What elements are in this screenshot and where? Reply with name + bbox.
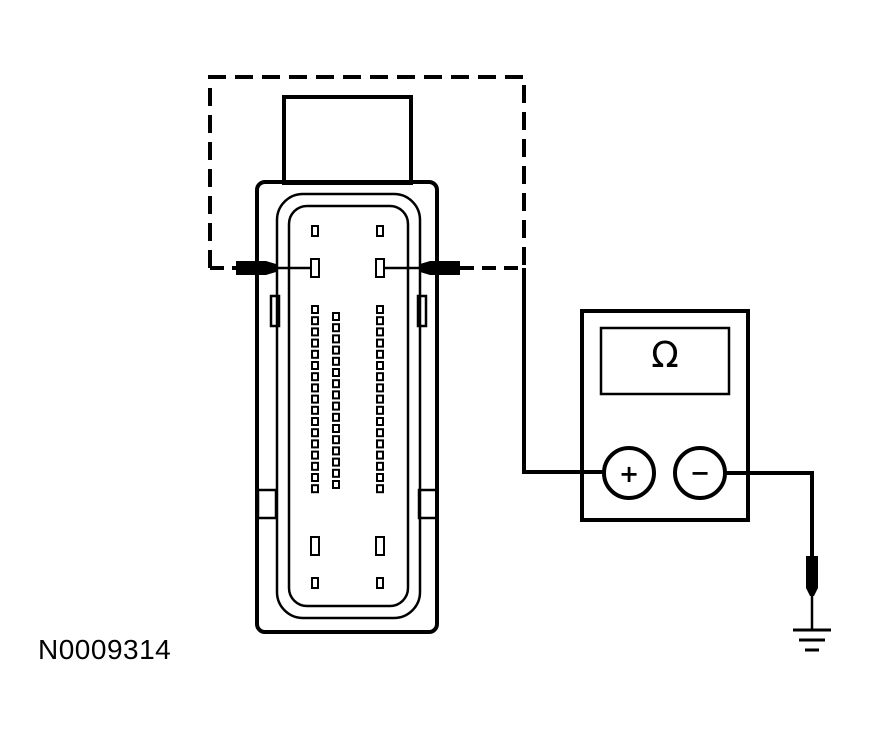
dashed-probe-box [208,75,526,268]
probe-tip-left [236,261,276,275]
side-tab-upper-left [269,294,281,328]
connector-pins [310,225,385,589]
probe-tip-right [420,261,460,275]
connector-pin [311,327,319,337]
connector-pin [376,439,384,449]
connector-pin [311,372,319,382]
connector-pin [311,383,319,393]
connector-pin [332,412,340,422]
connector-pin [311,484,319,494]
connector-pin [332,379,340,389]
connector-pin [376,361,384,370]
connector-pin [332,468,340,478]
connector-pin [332,424,340,433]
connector-pin [310,536,320,556]
connector-pin [332,446,340,456]
connector-pin [332,401,340,411]
connector-pin [376,484,384,494]
connector-pin [332,368,340,377]
connector-pin [311,305,319,314]
side-tab-lower-right [417,488,439,520]
connector-pin [332,345,340,355]
connector-pin [332,435,340,445]
connector-pin [376,450,384,460]
lead-to-ground [725,471,814,560]
connector-pin [376,461,384,471]
connector-pin [311,473,319,482]
figure-id: N0009314 [38,634,172,665]
connector-housing [255,180,439,634]
connector-pin [332,356,340,366]
meter-display-symbol: Ω [651,335,679,376]
lead-to-positive [522,268,604,474]
side-tab-upper-right [416,294,428,328]
connector-face-outer [275,192,422,620]
connector-pin [376,428,384,438]
connector-pin [311,461,319,471]
connector-pin [311,428,319,438]
connector-pin [332,390,340,400]
meter-body [580,309,750,522]
connector-latch [282,95,413,185]
connector-pin-probed [310,258,320,278]
ground-probe [806,556,818,596]
positive-terminal-label: + [618,460,640,488]
connector-pin [376,225,384,237]
connector-pin [376,305,384,314]
connector-pin [376,338,384,348]
connector-pin [332,480,340,489]
connector-pin [376,394,384,404]
connector-pin [311,316,319,326]
connector-pin [311,405,319,415]
connector-pin [311,338,319,348]
connector-pin [376,316,384,326]
ground-symbol [793,628,831,652]
connector-pin [311,577,319,589]
side-tab-lower-left [256,488,278,520]
connector-pin [376,372,384,382]
connector-pin [376,405,384,415]
connector-pin-probed [375,258,385,278]
connector-face-inner [287,204,410,608]
connector-pin [332,312,340,321]
connector-pin [311,361,319,370]
connector-pin [376,349,384,359]
connector-pin [376,577,384,589]
connector-pin [332,334,340,344]
connector-pin [311,394,319,404]
connector-pin [332,323,340,333]
connector-pin [311,225,319,237]
connector [255,95,439,634]
connector-pin [332,457,340,467]
connector-pin [311,439,319,449]
connector-pin [311,417,319,426]
connector-pin [375,536,385,556]
connector-pin [311,349,319,359]
connector-pin [376,327,384,337]
meter-display-window [599,326,731,396]
connector-pin [311,450,319,460]
connector-pin [376,417,384,426]
connector-pin [376,473,384,482]
negative-terminal-label: − [689,459,711,487]
positive-terminal [602,446,656,500]
connector-pin [376,383,384,393]
